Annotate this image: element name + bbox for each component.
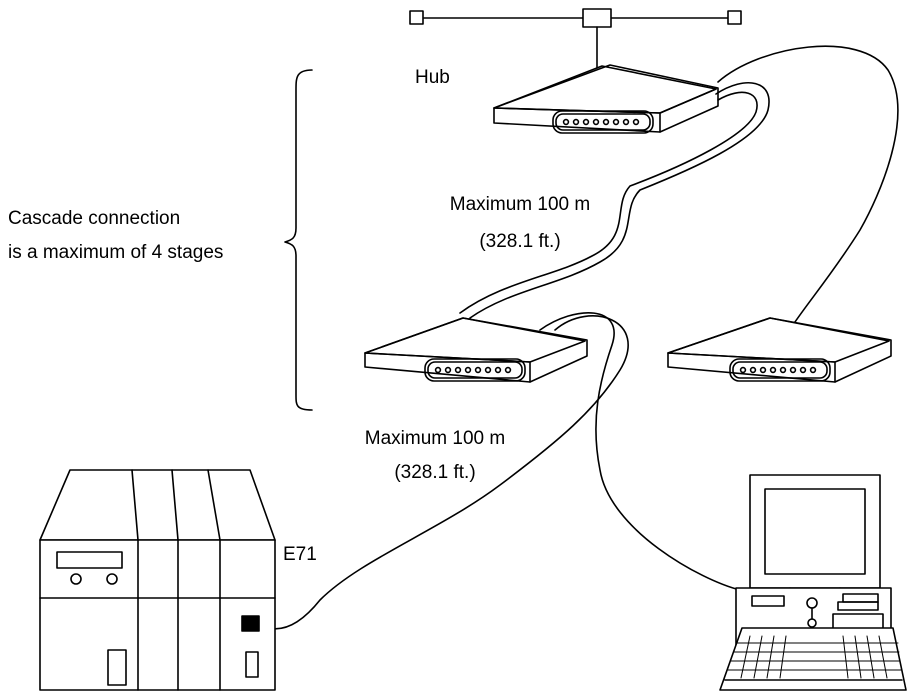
hub-cascade-icon: [365, 318, 587, 382]
cables: [260, 46, 898, 629]
hub-cascade-ports: [436, 368, 511, 373]
computer-icon: [720, 475, 906, 690]
cable-top-to-right-hub: [718, 46, 898, 322]
e71-ethernet-port: [242, 616, 259, 631]
cascade-bracket: [285, 70, 312, 410]
hub-right-ports: [741, 368, 816, 373]
keyboard-keys: [728, 636, 901, 678]
max-distance-lower-line2: (328.1 ft.): [394, 462, 476, 483]
cascade-label-line1: Cascade connection: [8, 208, 181, 229]
cable-cascade-hub-to-e71: [260, 316, 628, 629]
hub-top-ports: [564, 120, 639, 125]
max-distance-lower-line1: Maximum 100 m: [364, 428, 506, 449]
hub-top-icon: [494, 65, 718, 133]
cable-top-to-cascade-hub-a: [470, 83, 769, 318]
max-distance-upper-line2: (328.1 ft.): [479, 231, 561, 252]
network-bus: [410, 9, 741, 68]
e71-label: E71: [283, 544, 317, 565]
max-distance-upper-line1: Maximum 100 m: [449, 194, 591, 215]
plc-e71-icon: [40, 470, 275, 690]
hub-right-icon: [668, 318, 891, 382]
cable-top-to-cascade-hub-b: [460, 92, 757, 313]
cable-cascade-hub-to-pc: [540, 313, 740, 590]
cascade-label-line2: is a maximum of 4 stages: [8, 242, 224, 263]
hub-label: Hub: [415, 67, 450, 88]
